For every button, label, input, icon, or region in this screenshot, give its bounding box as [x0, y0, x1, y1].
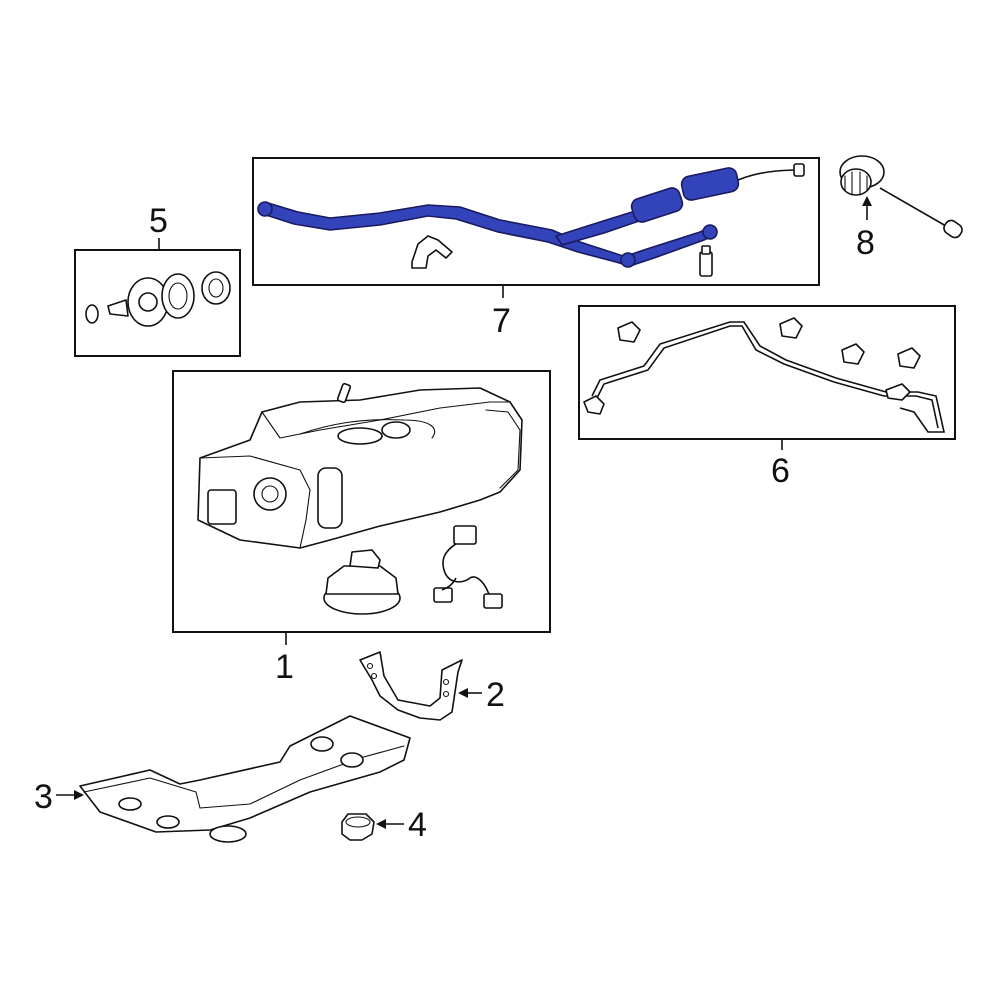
fuel-tank-vent-pin	[336, 382, 352, 404]
part-1-group[interactable]: 1	[172, 370, 551, 686]
skid-plate-boss-3	[310, 736, 334, 752]
pump-module-body	[325, 565, 399, 595]
filler-pipe-left-end	[257, 201, 273, 217]
part-3-skid-plate[interactable]	[79, 715, 411, 843]
fuel-tank-side-pocket	[317, 467, 343, 529]
callout-7: 7	[492, 302, 511, 340]
fuel-cap-body	[840, 168, 872, 196]
fuel-line-tube	[591, 321, 945, 433]
filler-pipe-bracket	[411, 235, 453, 269]
filler-neck-center	[138, 292, 158, 312]
wire-harness-connector-2	[433, 587, 453, 603]
nut-top	[345, 816, 371, 828]
filler-pipe-lower-end	[702, 224, 718, 240]
fuel-tank-sender-mount	[381, 421, 411, 439]
fuel-line-left-fitting	[583, 395, 605, 415]
fuel-cap-grip	[844, 171, 868, 195]
filler-pipe-valve-body	[699, 251, 713, 277]
part-1-pump-module[interactable]	[323, 549, 401, 615]
part-3-group[interactable]: 3	[34, 715, 411, 843]
part-4-arrowhead	[376, 819, 386, 829]
wire-harness-connector-1	[453, 525, 477, 545]
part-2-group[interactable]: 2	[359, 651, 505, 721]
skid-plate-boss-2	[156, 815, 180, 829]
filler-neck-clip-inner	[208, 278, 224, 298]
fuel-tank-front-face	[199, 455, 311, 549]
part-6-box	[578, 305, 956, 440]
fuel-tank-body	[197, 387, 523, 549]
fuel-line-clip-1	[617, 321, 641, 343]
wire-harness-branch	[441, 577, 457, 591]
part-8-group[interactable]: 8	[839, 155, 964, 262]
fuel-cap-tether	[879, 187, 947, 227]
skid-plate-boss-4	[340, 752, 364, 768]
part-5-group[interactable]: 5	[74, 202, 241, 357]
fuel-tank-filler-port-inner	[261, 485, 279, 503]
part-5-filler-neck[interactable]	[85, 271, 231, 327]
filler-neck-nozzle	[107, 299, 129, 317]
filler-pipe-canister-1	[630, 187, 684, 223]
filler-neck-flange	[161, 273, 195, 319]
filler-pipe-valve-cap	[701, 245, 711, 255]
fuel-line-clip-3	[841, 343, 865, 365]
part-4-nut[interactable]	[341, 813, 375, 841]
fuel-tank-pump-mount	[337, 427, 383, 445]
fuel-tank-top-tube	[299, 419, 436, 439]
fuel-line-right-fitting	[885, 383, 911, 401]
skid-plate-foot	[209, 825, 247, 843]
fuel-tank-right-end	[485, 409, 521, 489]
filler-pipe-right-end	[620, 252, 636, 268]
callout-8: 8	[856, 224, 875, 262]
part-8-fuel-cap[interactable]	[839, 155, 964, 240]
part-6-fuel-line[interactable]	[583, 317, 945, 433]
part-7-box	[252, 157, 820, 286]
callout-6: 6	[771, 452, 790, 490]
filler-neck-clip-outer	[201, 271, 231, 305]
part-1-fuel-tank[interactable]	[197, 382, 523, 549]
fuel-tank-label-plate	[207, 489, 237, 525]
part-7-filler-pipe[interactable]	[257, 163, 805, 277]
part-4-group[interactable]: 4	[341, 806, 427, 844]
wire-harness-connector-3	[483, 593, 503, 609]
filler-pipe-canister-2	[680, 167, 740, 201]
part-7-group[interactable]: 7	[252, 157, 820, 340]
fuel-tank-filler-port	[253, 477, 287, 511]
callout-4: 4	[408, 806, 427, 844]
tank-strap-body	[359, 651, 463, 721]
fuel-line-clip-2	[779, 317, 803, 339]
tank-strap-hole-2	[370, 672, 378, 680]
part-5-box	[74, 249, 241, 357]
part-3-arrowhead	[74, 790, 84, 800]
fuel-line-clip-4	[897, 347, 921, 369]
tank-strap-hole-4	[442, 690, 450, 698]
filler-pipe-lower-hose	[625, 227, 713, 267]
part-1-wire-harness[interactable]	[433, 525, 503, 609]
part-1-box	[172, 370, 551, 633]
callout-3: 3	[34, 778, 53, 816]
fuel-line-tube-2	[595, 325, 939, 429]
skid-plate-boss-1	[118, 797, 142, 811]
callout-1: 1	[275, 648, 294, 686]
part-2-tank-strap[interactable]	[359, 651, 463, 721]
filler-pipe-vent-connector	[793, 163, 805, 177]
tank-strap-hole-3	[442, 678, 450, 686]
tank-strap-hole-1	[366, 662, 374, 670]
fuel-cap-tether-end	[943, 219, 963, 239]
pump-module-top	[349, 549, 381, 569]
part-8-arrowhead	[862, 196, 872, 206]
filler-neck-oring	[85, 304, 99, 324]
callout-2: 2	[486, 676, 505, 714]
filler-pipe-branch	[555, 211, 643, 246]
part-2-arrowhead	[458, 688, 468, 698]
filler-neck-flange-inner	[168, 282, 188, 310]
callout-5: 5	[149, 202, 168, 240]
part-6-group[interactable]: 6	[578, 305, 956, 490]
filler-pipe-vent-line	[737, 169, 801, 181]
